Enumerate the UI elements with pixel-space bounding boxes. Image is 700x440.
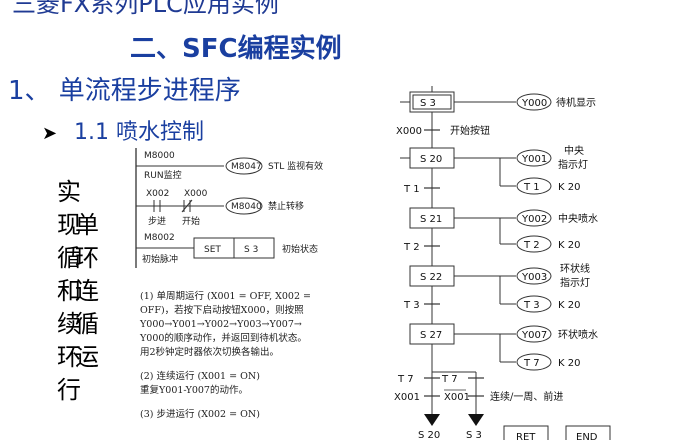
side-text-col-1: 实 现 循 和 续 环 行: [54, 176, 84, 407]
transition-t2-label: T 2: [403, 242, 420, 253]
side-text-col-2: 单 环 连 循 运: [72, 209, 102, 374]
rung-2-contact-1-desc: 步进: [148, 216, 166, 227]
side-char: 单: [75, 211, 99, 239]
s20-timer-coil: [516, 177, 552, 195]
s21-timer-k: K 20: [558, 240, 580, 251]
s21-timer-label: T 2: [523, 240, 540, 251]
jump-arrow-s20-icon: [424, 414, 440, 426]
rung-1-coil: [225, 157, 263, 175]
s27-timer-k: K 20: [558, 358, 580, 369]
s20-output-coil: [516, 149, 552, 167]
transition-x001-right-label: X001: [444, 392, 470, 403]
s3-output-label: Y000: [521, 98, 547, 109]
rung-3-instruction: SET: [204, 245, 221, 255]
transition-t7-left-label: T 7: [397, 374, 414, 385]
transition-t3-label: T 3: [403, 300, 420, 311]
s20-desc-line-1: 中央: [564, 144, 584, 157]
ret-label: RET: [516, 432, 536, 440]
transition-x000-label: X000: [396, 126, 422, 137]
side-char: 连: [75, 277, 99, 305]
side-char: 运: [75, 343, 99, 371]
s22-desc-line-1: 环状线: [560, 262, 590, 275]
branch-desc: 连续/一周、前进: [490, 390, 563, 403]
step-s27-label: S 27: [420, 330, 442, 341]
s27-timer-label: T 7: [523, 358, 540, 369]
s20-output-label: Y001: [521, 154, 547, 165]
s27-desc: 环状喷水: [558, 328, 598, 341]
s21-desc: 中央喷水: [558, 212, 598, 225]
s22-desc-line-2: 指示灯: [560, 276, 590, 289]
s22-output-label: Y003: [521, 272, 547, 283]
rung-2-desc: 禁止转移: [268, 200, 304, 212]
s21-timer-coil: [516, 235, 552, 253]
s20-desc-line-2: 指示灯: [558, 158, 588, 171]
jump-target-s3: S 3: [466, 430, 482, 440]
slide-top-title: 三菱FX系列PLC应用实例: [12, 0, 279, 18]
rung-2-coil: [225, 197, 263, 215]
rung-3-contact-label: M8002: [144, 233, 175, 243]
sfc-diagram: S 3 Y000 待机显示 X000 开始按钮 S 20 Y001 中央 指示灯…: [394, 86, 611, 440]
s22-timer-k: K 20: [558, 300, 580, 311]
s20-timer-label: T 1: [523, 182, 540, 193]
rung-2-contact-1-label: X002: [146, 189, 169, 199]
transition-x001-left-label: X001: [394, 392, 420, 403]
note-continuous: (2) 连续运行 (X001 = ON) 重复Y001-Y007的动作。: [140, 371, 260, 396]
s22-timer-label: T 3: [523, 300, 540, 311]
ret-box: [503, 425, 549, 440]
transition-t7-right-label: T 7: [441, 374, 458, 385]
jump-arrow-s3-icon: [468, 414, 484, 426]
s27-output-coil: [516, 325, 552, 343]
s3-output-coil: [516, 93, 552, 111]
rung-1-coil-label: M8047: [231, 162, 262, 172]
note-step: (3) 步进运行 (X002 = ON): [140, 409, 260, 420]
step-s20-label: S 20: [420, 154, 442, 165]
subsection-label: 1.1 喷水控制: [74, 120, 204, 145]
s27-timer-coil: [516, 353, 552, 371]
step-s3-label: S 3: [420, 98, 436, 109]
rung-3-operand: S 3: [244, 245, 258, 255]
side-char: 行: [57, 376, 81, 404]
rung-2-coil-label: M8040: [231, 202, 262, 212]
s22-timer-coil: [516, 295, 552, 313]
rung-1-contact-label: M8000: [144, 151, 175, 161]
s3-desc: 待机显示: [556, 96, 596, 109]
s21-output-label: Y002: [521, 214, 547, 225]
side-char: 循: [57, 244, 81, 272]
rung-3-desc: 初始状态: [282, 243, 318, 255]
rung-2-contact-2-label: X000: [184, 189, 208, 199]
rung-1-desc: STL 监视有效: [268, 160, 323, 172]
side-char: 环: [75, 244, 99, 272]
step-s3-inner: [412, 94, 452, 110]
note-single-cycle: (1) 单周期运行 (X001 = OFF, X002 = OFF)，若按下启动…: [140, 291, 312, 358]
s27-output-label: Y007: [521, 330, 547, 341]
step-s22-label: S 22: [420, 272, 442, 283]
s21-output-coil: [516, 209, 552, 227]
step-s21-label: S 21: [420, 214, 442, 225]
s20-timer-k: K 20: [558, 182, 580, 193]
side-char: 环: [57, 343, 81, 371]
bullet-arrow-icon: ➤: [42, 123, 58, 144]
rung-3-contact-desc: 初始脉冲: [142, 253, 178, 265]
side-char: 和: [57, 277, 81, 305]
operation-notes: (1) 单周期运行 (X001 = OFF, X002 = OFF)，若按下启动…: [140, 290, 378, 432]
rung-2-contact-2-desc: 开始: [182, 215, 200, 227]
rung-2-contact-2-slash: [181, 199, 193, 213]
s22-output-coil: [516, 267, 552, 285]
end-box: [565, 425, 611, 440]
slide-main-title: 二、SFC编程实例: [130, 34, 342, 64]
transition-t1-label: T 1: [403, 184, 420, 195]
ladder-diagram: M8000 RUN监控 M8047 STL 监视有效 X002 X000 步进 …: [135, 148, 323, 268]
subsection-heading: ➤ 1.1 喷水控制: [42, 114, 204, 146]
side-char: 现: [57, 211, 81, 239]
end-label: END: [576, 432, 598, 440]
rung-1-contact-desc: RUN监控: [144, 169, 182, 181]
transition-x000-desc: 开始按钮: [450, 124, 490, 137]
side-char: 实: [57, 178, 81, 206]
jump-target-s20: S 20: [418, 430, 440, 440]
side-char: 续: [57, 310, 81, 338]
side-char: 循: [75, 310, 99, 338]
section-heading: 1、 单流程步进程序: [8, 76, 241, 106]
